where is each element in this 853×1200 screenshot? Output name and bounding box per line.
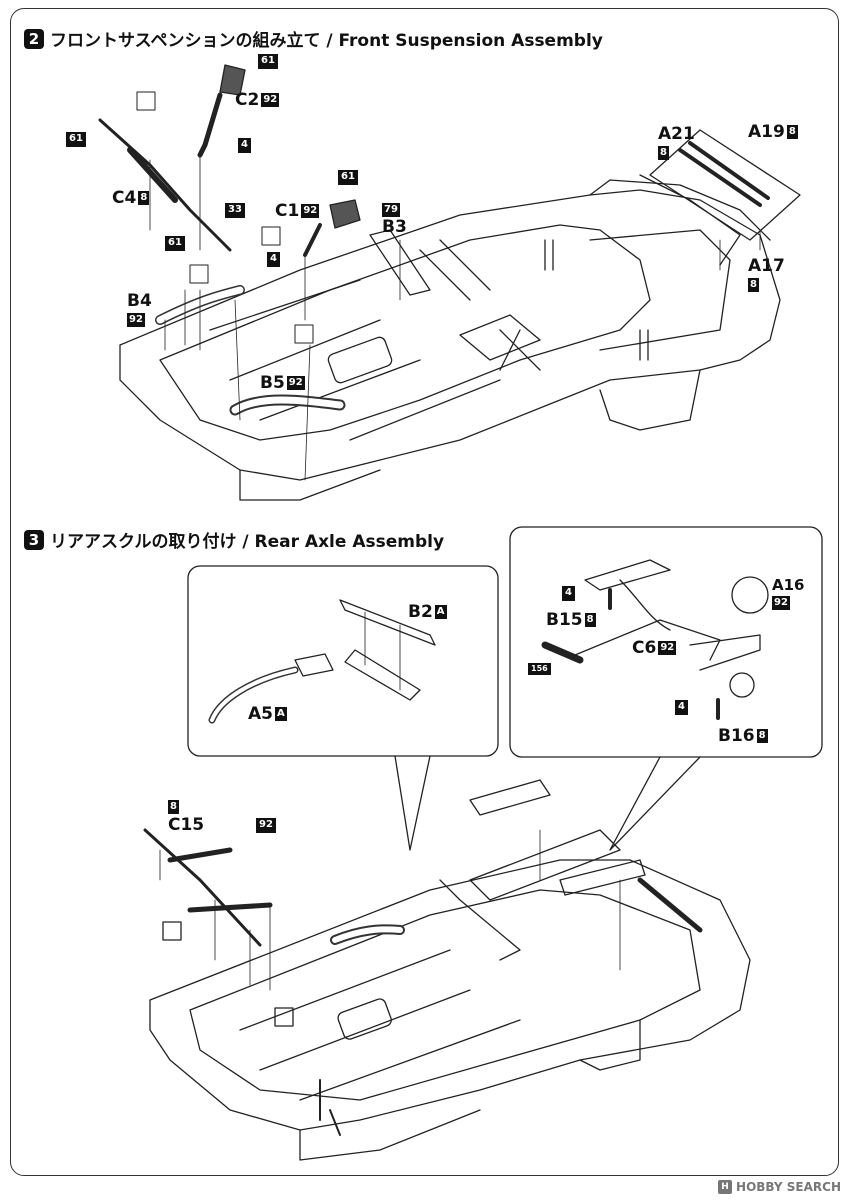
- part-c2-code: 92: [261, 93, 280, 107]
- part-a19-code: 8: [786, 125, 798, 139]
- part-b5-name: B5: [260, 373, 285, 393]
- part-b4-code: 92: [127, 313, 145, 327]
- part-c1-code: 92: [301, 204, 320, 218]
- tag-61-top: 61: [258, 54, 278, 69]
- part-c15-name: C15: [168, 815, 205, 835]
- step-3-title: リアアスクルの取り付け / Rear Axle Assembly: [50, 532, 445, 552]
- part-a21-name: A21: [658, 124, 695, 144]
- part-b4-name: B4: [127, 291, 152, 311]
- step-2-heading: 2 フロントサスペンションの組み立て / Front Suspension As…: [24, 26, 603, 51]
- part-a19-name: A19: [748, 122, 785, 142]
- part-c2-name: C2: [235, 90, 260, 110]
- front-chassis-drawing: [119, 179, 781, 501]
- part-c1-name: C1: [275, 201, 300, 221]
- part-a21-code: 8: [658, 146, 669, 160]
- instruction-sheet: [10, 8, 839, 1176]
- tag-4-upper: 4: [238, 138, 251, 153]
- part-a5-name: A5: [248, 704, 273, 724]
- part-c4-code: 8: [138, 191, 150, 205]
- part-a5-code: A: [275, 707, 287, 721]
- part-c6-code: 92: [658, 641, 677, 655]
- part-a17-code: 8: [748, 278, 759, 292]
- part-b3-code: 79: [382, 203, 400, 217]
- exhaust-inset-frame: [187, 565, 499, 757]
- rear-chassis-drawing: [149, 779, 751, 1161]
- watermark-text: HOBBY SEARCH: [736, 1180, 841, 1194]
- part-c15-code: 8: [168, 800, 179, 814]
- tag-156: 156: [528, 663, 551, 675]
- part-b2-code: A: [434, 605, 447, 619]
- tag-4-lower: 4: [267, 252, 280, 267]
- part-b16-code: 8: [756, 729, 768, 743]
- part-b3-name: B3: [382, 217, 407, 237]
- part-b16-name: B16: [718, 726, 755, 746]
- rear-axle-inset-frame: [509, 526, 823, 758]
- tag-61-left: 61: [66, 132, 86, 147]
- step-3-heading: 3 リアアスクルの取り付け / Rear Axle Assembly: [24, 527, 444, 552]
- tag-61-mid: 61: [338, 170, 358, 185]
- hobby-search-watermark: H HOBBY SEARCH: [718, 1180, 841, 1194]
- part-a17-name: A17: [748, 256, 785, 276]
- step-2-number: 2: [24, 28, 44, 49]
- part-a16-name: A16: [772, 576, 805, 594]
- part-a16-code: 92: [772, 596, 790, 610]
- tag-33: 33: [225, 203, 245, 218]
- tag-61-bottom: 61: [165, 236, 185, 251]
- part-b15-name: B15: [546, 610, 583, 630]
- part-c4-name: C4: [112, 188, 137, 208]
- part-b15-code: 8: [584, 613, 596, 627]
- part-b2-name: B2: [408, 602, 433, 622]
- tag-92-c15: 92: [256, 818, 276, 833]
- step-2-title: フロントサスペンションの組み立て / Front Suspension Asse…: [50, 31, 603, 51]
- part-b5-code: 92: [286, 376, 305, 390]
- step-3-number: 3: [24, 529, 44, 550]
- tag-4-inset-lower: 4: [675, 700, 688, 715]
- part-c6-name: C6: [632, 638, 657, 658]
- tag-4-inset-upper: 4: [562, 586, 575, 601]
- watermark-logo-icon: H: [718, 1180, 733, 1194]
